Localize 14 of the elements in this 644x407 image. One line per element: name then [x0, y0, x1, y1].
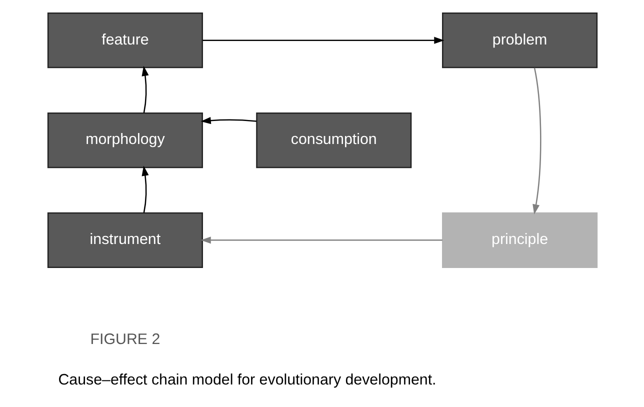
node-box: instrument — [46, 212, 202, 268]
arrow — [532, 68, 541, 214]
arrow — [200, 116, 256, 124]
arrow — [141, 166, 148, 213]
arrow — [202, 36, 444, 44]
node-box: morphology — [46, 112, 202, 168]
node-box: consumption — [256, 112, 412, 168]
arrow — [141, 66, 148, 113]
arrow — [200, 236, 442, 244]
node-box: feature — [46, 12, 202, 68]
label: FIGURE 2 — [90, 331, 160, 348]
node-box: principle — [442, 212, 598, 268]
node-box: problem — [442, 12, 598, 68]
caption: Cause–effect chain model for evolutionary development. — [58, 371, 436, 388]
